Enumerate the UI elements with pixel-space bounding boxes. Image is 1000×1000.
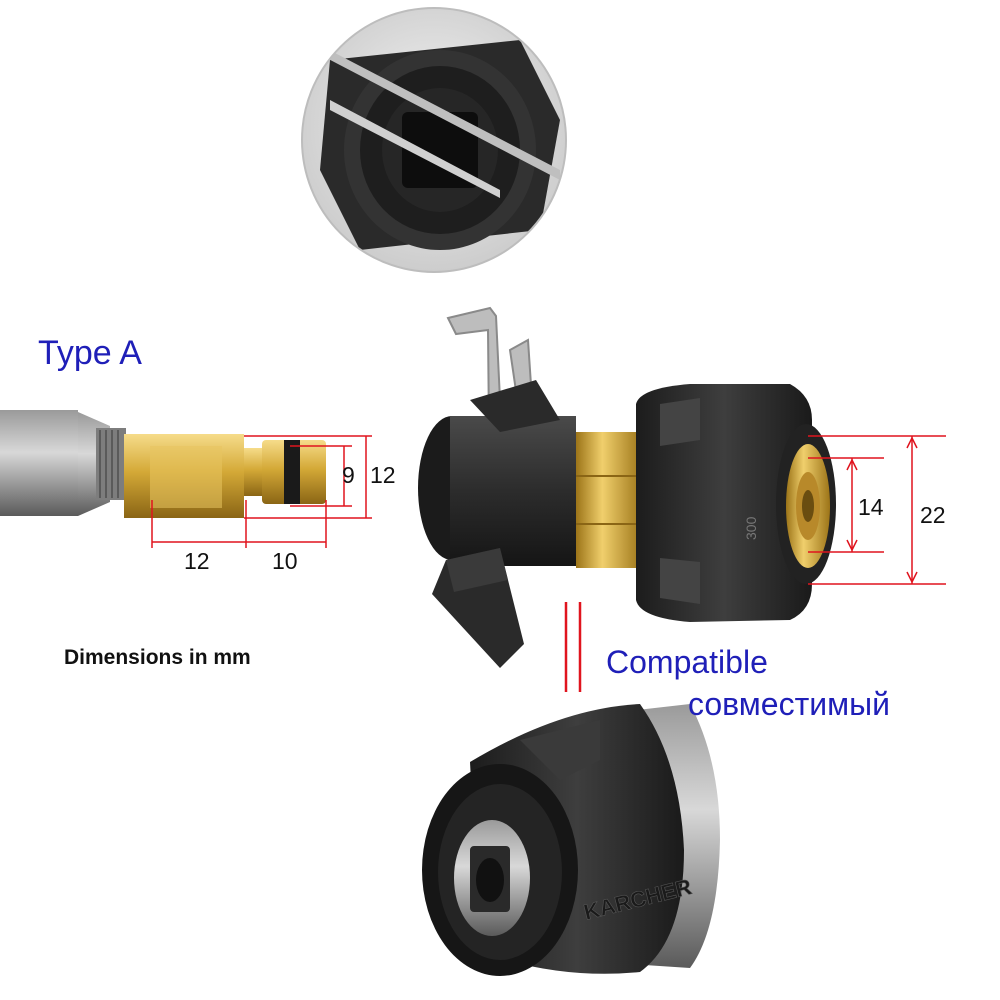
adapter: 300 (418, 306, 836, 668)
dim-pin-length-right: 10 (272, 548, 298, 574)
dim-pin-diameter-inner: 9 (342, 462, 355, 488)
compat-marker (564, 602, 582, 692)
dimensions-note: Dimensions in mm (64, 646, 251, 669)
fitting-mark: 300 (743, 516, 759, 540)
dim-socket-inner: 14 (858, 494, 884, 520)
lance-plug (0, 410, 326, 518)
dim-pin-diameter-outer: 12 (370, 462, 396, 488)
compatible-label-ru: совместимый (688, 686, 890, 722)
compatible-label: Compatible (606, 644, 768, 680)
karcher-coupler: KARCHER (422, 704, 720, 976)
right-dimensions (808, 435, 946, 585)
closeup-inset (301, 7, 567, 273)
dim-socket-outer: 22 (920, 502, 946, 528)
type-label: Type A (38, 334, 142, 372)
dim-pin-length-left: 12 (184, 548, 210, 574)
left-dimensions (151, 435, 372, 548)
